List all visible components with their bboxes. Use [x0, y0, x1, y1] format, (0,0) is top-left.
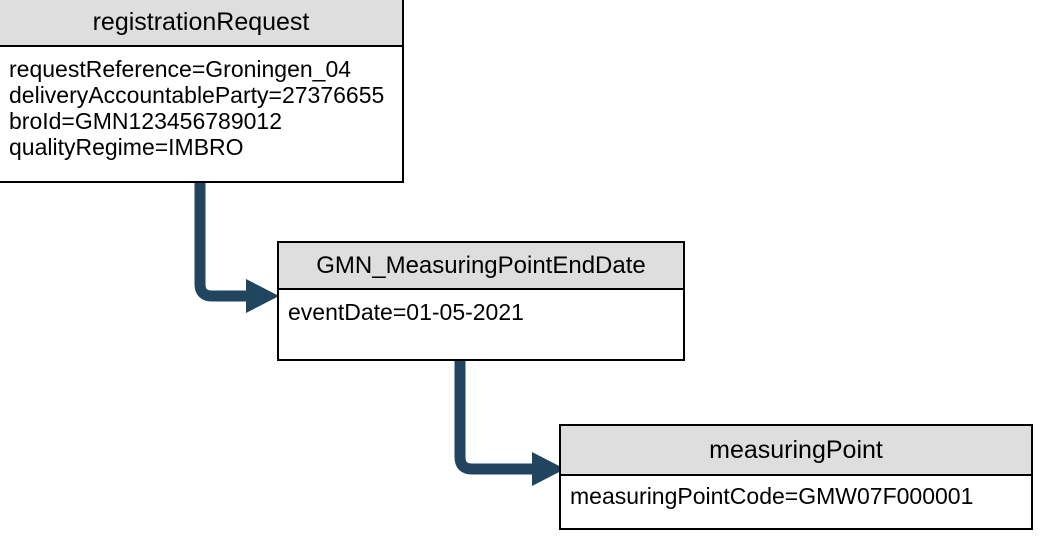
uml-box-body-measuring-point: measuringPointCode=GMW07F000001	[561, 476, 1031, 528]
uml-attribute: requestReference=Groningen_04	[9, 56, 352, 82]
uml-attribute: deliveryAccountableParty=27376655	[9, 82, 385, 108]
uml-box-header-registration-request: registrationRequest	[0, 0, 402, 47]
uml-box-header-measuring-point: measuringPoint	[561, 426, 1031, 476]
uml-box-body-registration-request: requestReference=Groningen_04 deliveryAc…	[0, 47, 402, 181]
uml-attribute: eventDate=01-05-2021	[288, 299, 524, 325]
uml-box-body-gmn-measuring-point-end-date: eventDate=01-05-2021	[279, 290, 683, 359]
uml-box-header-gmn-measuring-point-end-date: GMN_MeasuringPointEndDate	[279, 243, 683, 290]
uml-attribute: qualityRegime=IMBRO	[9, 134, 244, 160]
uml-box-measuring-point[interactable]: measuringPoint measuringPointCode=GMW07F…	[559, 424, 1033, 530]
connector-registration-request-to-end-date	[194, 176, 279, 313]
uml-box-gmn-measuring-point-end-date[interactable]: GMN_MeasuringPointEndDate eventDate=01-0…	[277, 241, 685, 361]
uml-attribute: broId=GMN123456789012	[9, 108, 283, 134]
connector-end-date-to-measuring-point	[454, 354, 565, 486]
uml-attribute: measuringPointCode=GMW07F000001	[570, 483, 974, 509]
uml-box-registration-request[interactable]: registrationRequest requestReference=Gro…	[0, 0, 404, 183]
